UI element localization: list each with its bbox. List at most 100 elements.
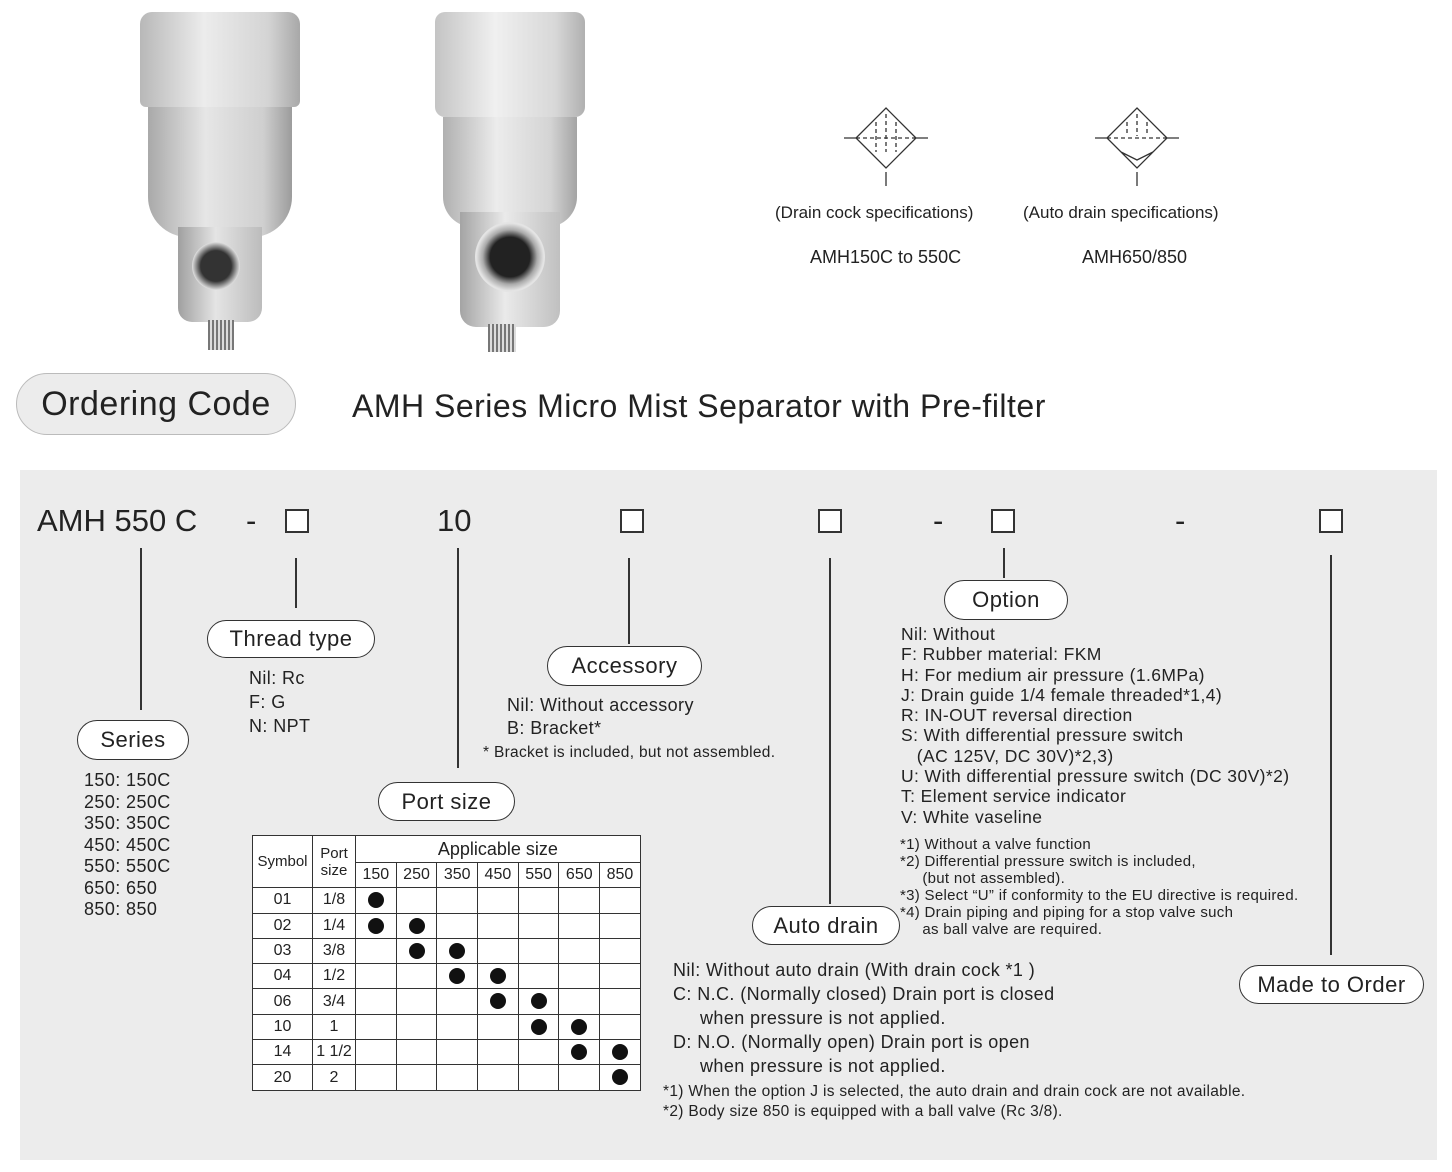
cell-applicable: [395, 1013, 438, 1041]
header-symbol: Symbol: [252, 834, 313, 889]
cell-applicable: [436, 887, 479, 914]
applicable-dot-icon: [408, 942, 425, 959]
auto-drain-symbol-icon: [1095, 107, 1179, 186]
cell-port: 3/4: [312, 988, 356, 1015]
cell-port: 2: [312, 1064, 356, 1091]
cell-applicable: [436, 1013, 479, 1041]
leader-line: [1003, 548, 1005, 578]
size-header: 150: [355, 861, 397, 889]
applicable-dot-icon: [489, 993, 506, 1010]
cell-applicable: [355, 1039, 397, 1066]
thread-type-label: Thread type: [207, 620, 375, 658]
accessory-note: * Bracket is included, but not assembled…: [483, 744, 776, 761]
option-item: Nil: Without: [901, 624, 996, 644]
cell-applicable: [436, 1039, 479, 1066]
cell-applicable: [558, 988, 601, 1015]
cell-applicable: [599, 1039, 641, 1066]
auto-drain-item: when pressure is not applied.: [673, 1008, 946, 1028]
accessory-label: Accessory: [547, 646, 702, 686]
cell-symbol: 02: [252, 912, 313, 939]
series-item: 250: 250C: [84, 791, 171, 812]
option-item: H: For medium air pressure (1.6MPa): [901, 664, 1205, 685]
made-to-order-label: Made to Order: [1239, 965, 1424, 1004]
thread-item: F: G: [249, 692, 286, 712]
size-header: 550: [517, 861, 560, 889]
cell-port: 1/8: [312, 887, 356, 914]
page-title: AMH Series Micro Mist Separator with Pre…: [352, 388, 1046, 424]
leader-line: [1330, 555, 1332, 955]
size-header: 450: [477, 861, 519, 889]
cell-applicable: [599, 1064, 641, 1091]
option-note: (but not assembled).: [900, 870, 1066, 887]
thread-type-box: [285, 509, 309, 533]
cell-symbol: 10: [252, 1013, 313, 1041]
auto-drain-note: *2) Body size 850 is equipped with a bal…: [663, 1103, 1063, 1120]
size-header: 350: [436, 861, 479, 889]
cell-applicable: [395, 963, 438, 990]
cell-applicable: [477, 963, 519, 990]
series-item: 650: 650: [84, 877, 158, 898]
series-item: 550: 550C: [84, 856, 171, 876]
cell-applicable: [395, 912, 438, 939]
option-note: *2) Differential pressure switch is incl…: [900, 853, 1196, 870]
applicable-dot-icon: [571, 1018, 588, 1035]
cell-port: 1/2: [312, 963, 356, 990]
cell-applicable: [558, 1064, 601, 1091]
option-item: J: Drain guide 1/4 female threaded*1,4): [901, 684, 1223, 705]
product-photo-auto-drain: [425, 12, 595, 352]
cell-applicable: [599, 1013, 641, 1041]
size-header: 250: [395, 861, 438, 889]
cell-port: 3/8: [312, 937, 356, 965]
auto-drain-item: C: N.C. (Normally closed) Drain port is …: [673, 984, 1055, 1004]
cell-applicable: [599, 988, 641, 1015]
applicable-dot-icon: [489, 968, 506, 985]
cell-applicable: [436, 988, 479, 1015]
option-item: R: IN-OUT reversal direction: [901, 705, 1133, 726]
option-item: U: With differential pressure switch (DC…: [901, 766, 1290, 787]
thread-item: Nil: Rc: [249, 668, 305, 688]
option-item: S: With differential pressure switch: [901, 725, 1184, 746]
applicable-dot-icon: [611, 1043, 628, 1060]
cell-applicable: [436, 963, 479, 990]
accessory-list: Nil: Without accessory B: Bracket*: [507, 694, 694, 740]
size-header: 850: [599, 861, 641, 889]
auto-drain-item: D: N.O. (Normally open) Drain port is op…: [673, 1032, 1030, 1052]
option-item: (AC 125V, DC 30V)*2,3): [901, 745, 1114, 766]
accessory-item: B: Bracket*: [507, 718, 602, 738]
header-port: Port size: [312, 834, 356, 889]
series-item: 850: 850: [84, 899, 158, 919]
option-notes: *1) Without a valve function*2) Differen…: [900, 836, 1298, 938]
applicable-dot-icon: [367, 892, 384, 909]
option-note: *1) Without a valve function: [900, 836, 1091, 853]
leader-line: [140, 548, 142, 710]
leader-line: [628, 558, 630, 644]
ordering-code-badge: Ordering Code: [16, 373, 296, 435]
cell-applicable: [395, 988, 438, 1015]
cell-port: 1: [312, 1013, 356, 1041]
cell-applicable: [517, 1013, 560, 1041]
cell-applicable: [558, 937, 601, 965]
thread-type-list: Nil: Rc F: G N: NPT: [249, 666, 310, 738]
cell-applicable: [558, 887, 601, 914]
code-dash: -: [246, 503, 257, 538]
cell-applicable: [517, 887, 560, 914]
series-label: Series: [77, 720, 189, 760]
cell-applicable: [599, 937, 641, 965]
symbol-model: AMH150C to 550C: [810, 247, 962, 267]
symbol-caption: (Auto drain specifications): [1023, 203, 1219, 222]
cell-applicable: [517, 912, 560, 939]
applicable-dot-icon: [530, 993, 547, 1010]
port-size-label: Port size: [378, 782, 515, 821]
cell-applicable: [517, 937, 560, 965]
option-item: V: White vaseline: [901, 806, 1043, 827]
option-box: [991, 509, 1015, 533]
option-note: as ball valve are required.: [900, 921, 1103, 938]
cell-applicable: [355, 1013, 397, 1041]
cell-applicable: [355, 912, 397, 939]
cell-applicable: [355, 1064, 397, 1091]
